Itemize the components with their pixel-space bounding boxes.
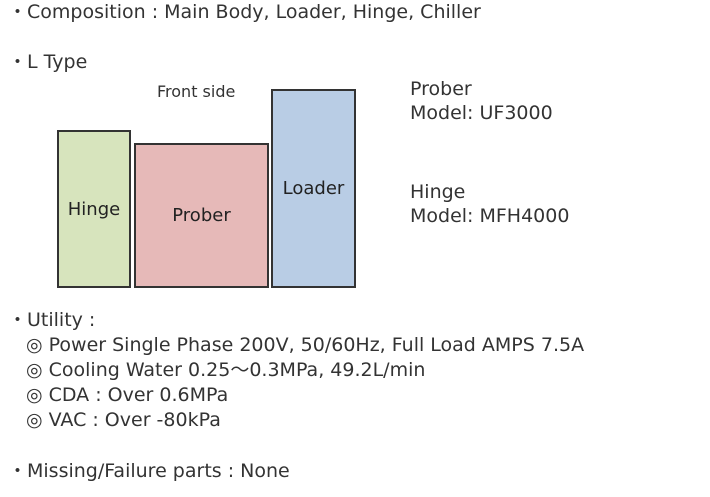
utility-heading: ・Utility :	[8, 309, 96, 331]
hinge-title: Hinge	[410, 181, 466, 203]
front-side-label: Front side	[157, 82, 236, 101]
loader-label: Loader	[282, 178, 345, 199]
prober-model: Model: UF3000	[410, 102, 553, 124]
utility-cooling-water: ◎ Cooling Water 0.25～0.3MPa, 49.2L/min	[26, 359, 426, 381]
prober-title: Prober	[410, 78, 472, 100]
hinge-label: Hinge	[67, 198, 121, 220]
prober-box: Prober	[134, 143, 269, 288]
utility-power: ◎ Power Single Phase 200V, 50/60Hz, Full…	[26, 334, 585, 356]
utility-vac: ◎ VAC : Over -80kPa	[26, 409, 221, 431]
hinge-box: Hinge	[57, 130, 131, 288]
loader-box: Loader	[271, 89, 356, 288]
l-type-heading: ・L Type	[8, 51, 88, 73]
prober-label: Prober	[172, 205, 231, 226]
utility-cda: ◎ CDA : Over 0.6MPa	[26, 384, 229, 406]
composition-line: ・Composition : Main Body, Loader, Hinge,…	[8, 1, 481, 23]
missing-parts-line: ・Missing/Failure parts : None	[8, 460, 290, 482]
hinge-model: Model: MFH4000	[410, 205, 570, 227]
